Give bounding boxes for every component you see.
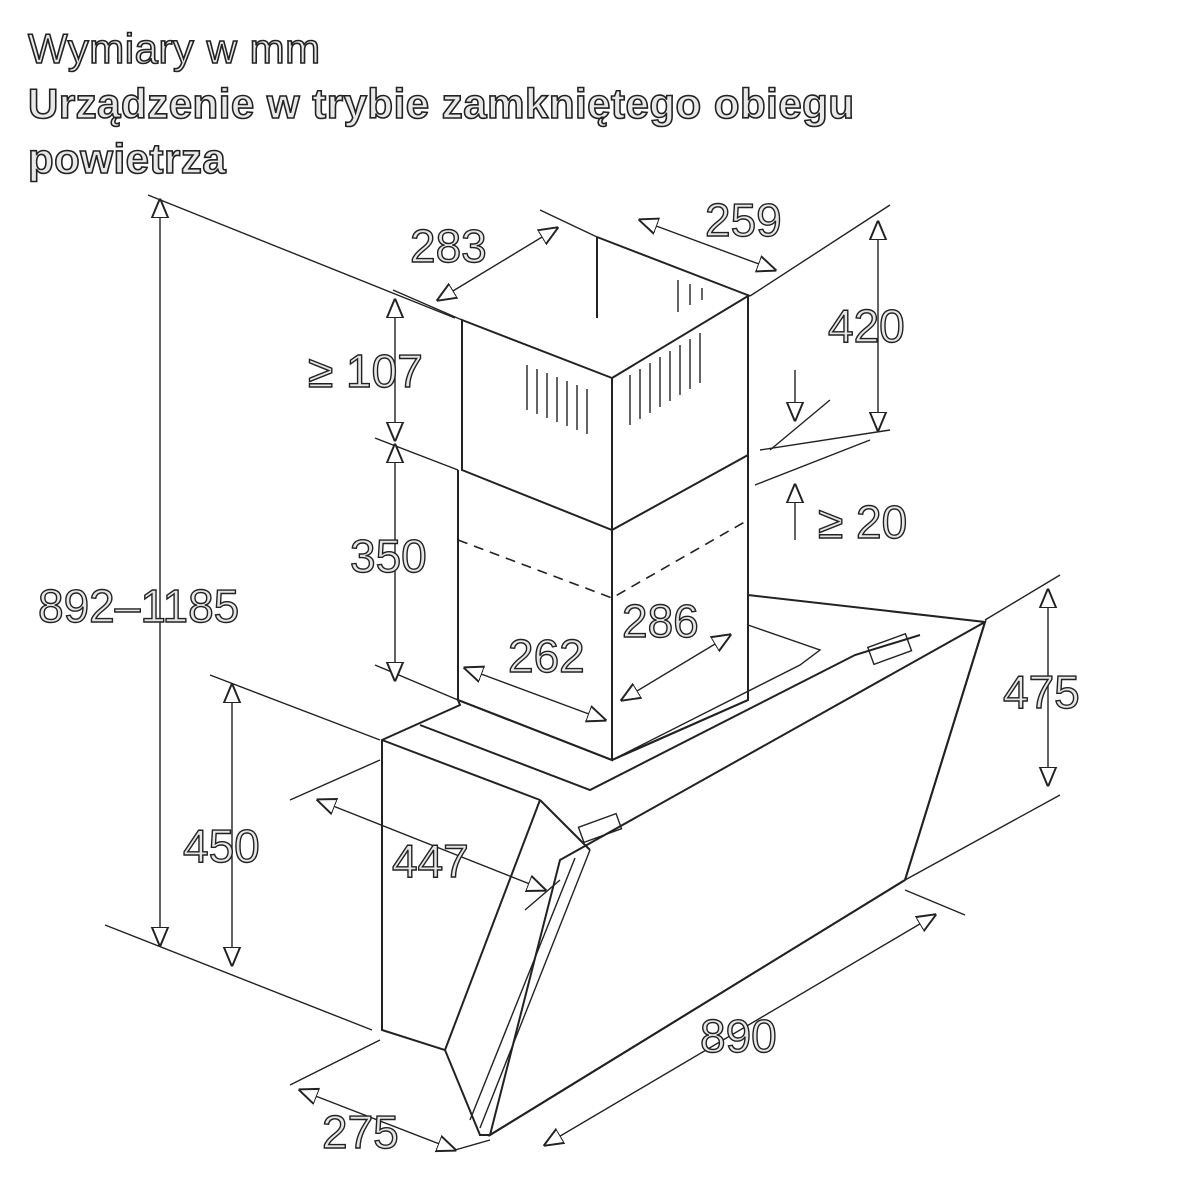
title-dimensions-in-mm: Wymiary w mm [27,25,321,72]
dim-450: 450 [183,820,260,872]
lower-chimney [457,455,749,762]
dim-890: 890 [700,1010,777,1062]
dim-275: 275 [322,1106,399,1158]
title-recirculation-mode-cont: powietrza [27,135,227,182]
dim-283: 283 [410,220,487,272]
vent-slots [526,280,703,434]
dim-475: 475 [1003,666,1080,718]
dimension-lines [160,200,1048,1150]
dim-min-107: ≥ 107 [308,345,423,397]
dim-420: 420 [828,300,905,352]
dim-892-1185: 892–1185 [38,580,239,632]
hood-body [381,593,987,1138]
upper-chimney [461,236,751,532]
dim-259: 259 [705,194,782,246]
dim-262: 262 [508,630,585,682]
dim-min-20: ≥ 20 [818,496,907,548]
dim-447: 447 [392,835,469,887]
dim-286: 286 [622,595,699,647]
dim-350: 350 [350,530,427,582]
title-recirculation-mode: Urządzenie w trybie zamkniętego obiegu [27,80,855,127]
